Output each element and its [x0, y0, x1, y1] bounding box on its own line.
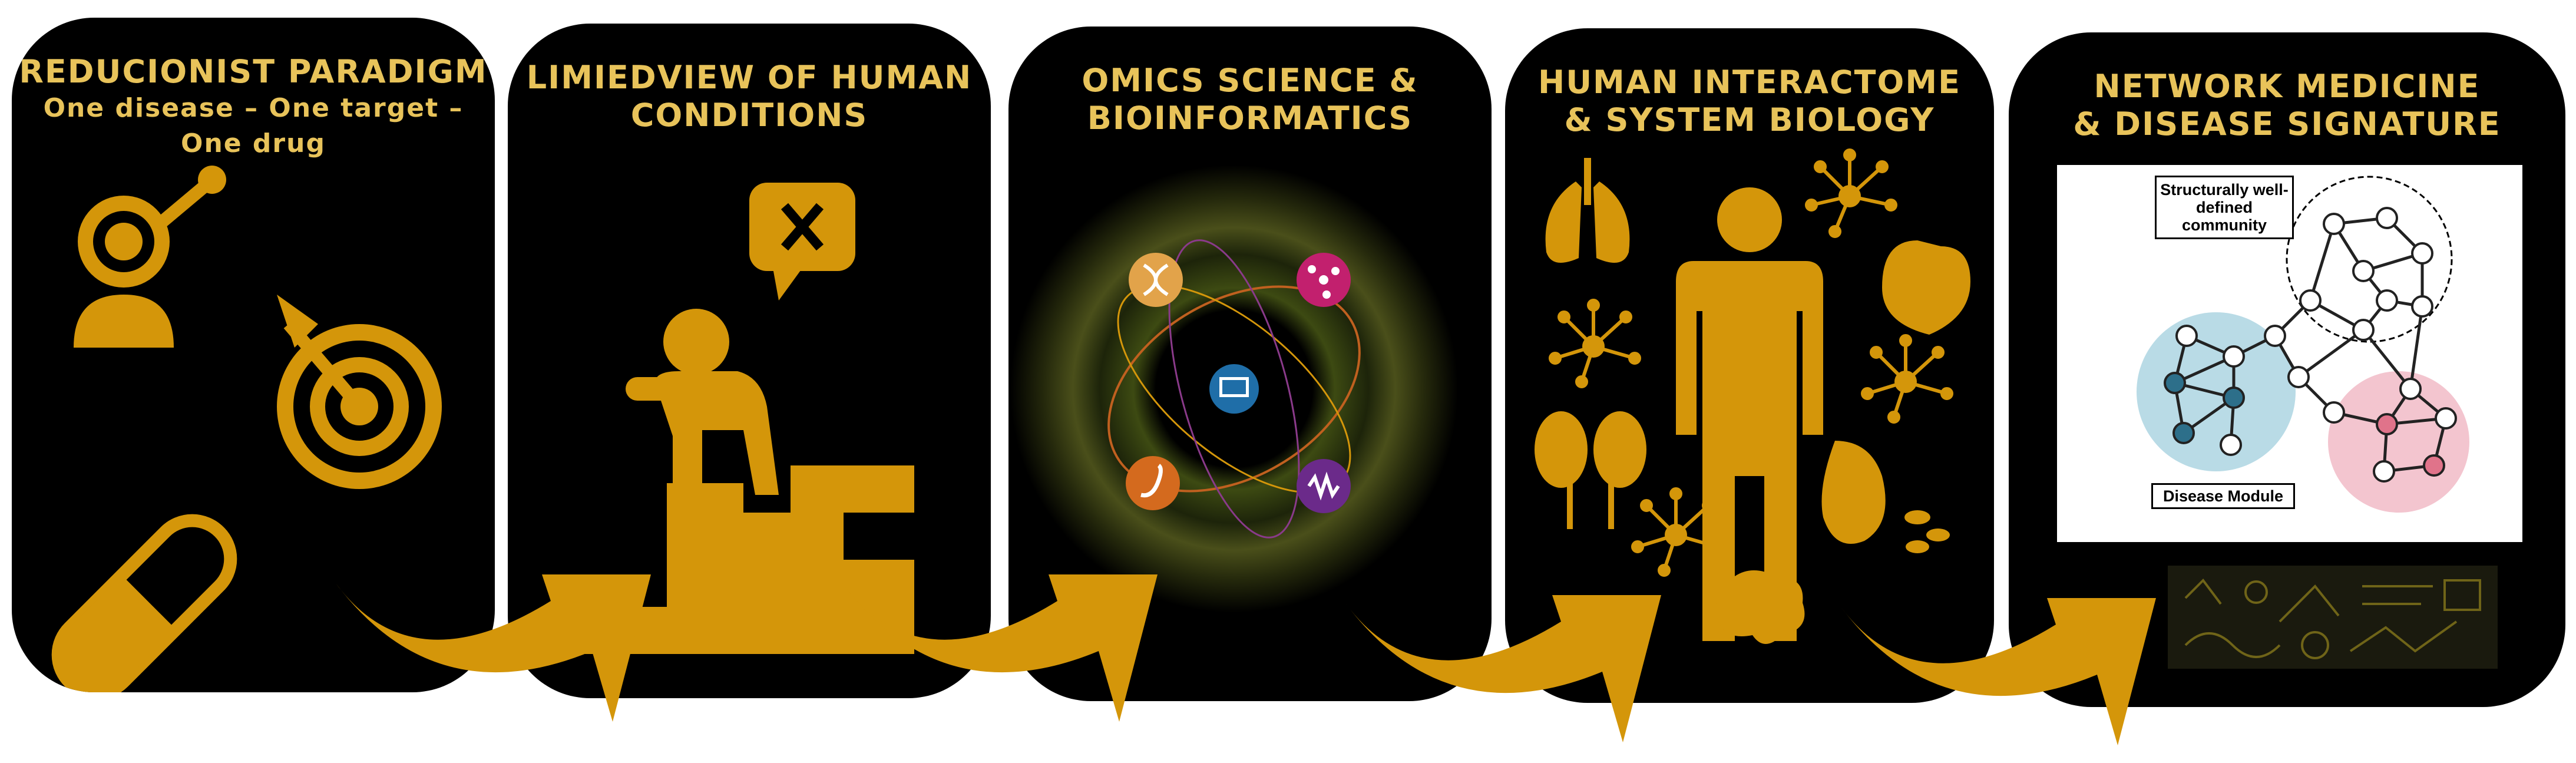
pill-capsule-icon: [51, 514, 237, 692]
kidneys-icon: [1535, 411, 1646, 529]
formulas-doodle-icon: [2168, 566, 2498, 669]
disease-module-pink: [2328, 371, 2469, 513]
sequence-icon: [1297, 459, 1351, 513]
network-nodes: [2164, 207, 2457, 483]
panel-title: REDUCIONIST PARADIGM One disease – One t…: [12, 53, 495, 161]
panel-title-line2: & SYSTEM BIOLOGY: [1564, 101, 1935, 138]
panel-icons: [51, 166, 442, 692]
stomach-icon: [1821, 441, 1950, 553]
panel-icons: [1535, 148, 1970, 644]
speech-bubble-x-icon: [749, 183, 855, 300]
panel-title-line1: LIMIEDVIEW OF HUMAN: [526, 59, 973, 96]
network-node-icon: [1549, 148, 1953, 577]
panel-title: LIMIEDVIEW OF HUMAN CONDITIONS: [508, 59, 991, 134]
panel-icons: [1010, 165, 1458, 613]
lungs-icon: [1545, 158, 1630, 263]
panel-human-interactome: HUMAN INTERACTOME & SYSTEM BIOLOGY: [1505, 28, 1994, 703]
heart-icon: [1882, 240, 1970, 335]
panel-limited-view: LIMIEDVIEW OF HUMAN CONDITIONS: [508, 24, 991, 698]
panel-title-line1: OMICS SCIENCE &: [1082, 62, 1418, 99]
panel-title-line2: CONDITIONS: [630, 97, 868, 134]
panel-title-line2: BIOINFORMATICS: [1087, 100, 1413, 137]
community-circle: [2286, 176, 2453, 343]
network-graph-icon: Structurally well-defined community Dise…: [2057, 165, 2522, 542]
disease-module-label: Disease Module: [2151, 483, 2295, 509]
network-graph: [2137, 176, 2469, 513]
panel-title-line1: NETWORK MEDICINE: [2094, 68, 2481, 105]
brain-icon: [1714, 570, 1805, 644]
dna-icon: [1129, 253, 1183, 307]
structural-community-label: Structurally well-defined community: [2155, 176, 2294, 239]
orbit: [1168, 239, 1300, 539]
panel-title: HUMAN INTERACTOME & SYSTEM BIOLOGY: [1505, 64, 1994, 139]
target-arrow-icon: [277, 295, 442, 489]
panel-title: NETWORK MEDICINE & DISEASE SIGNATURE: [2009, 68, 2565, 143]
panel-icons: [584, 183, 914, 654]
panel-title-line2: One disease – One target – One drug: [43, 93, 464, 158]
panel-title-line2: & DISEASE SIGNATURE: [2073, 105, 2501, 143]
thinking-person-icon: [74, 166, 226, 348]
panel-title: OMICS SCIENCE & BIOINFORMATICS: [1008, 62, 1492, 137]
panel-title-line1: REDUCIONIST PARADIGM: [19, 53, 488, 90]
orbit: [1107, 285, 1361, 493]
molecule-icon: [1297, 253, 1351, 307]
computer-icon: [1209, 364, 1259, 414]
person-on-stairs-icon: [584, 309, 914, 654]
worm-icon: [1126, 456, 1180, 510]
panel-title-line1: HUMAN INTERACTOME: [1538, 64, 1961, 101]
panel-reductionist-paradigm: REDUCIONIST PARADIGM One disease – One t…: [12, 18, 495, 692]
panel-omics-science: OMICS SCIENCE & BIOINFORMATICS: [1008, 27, 1492, 701]
